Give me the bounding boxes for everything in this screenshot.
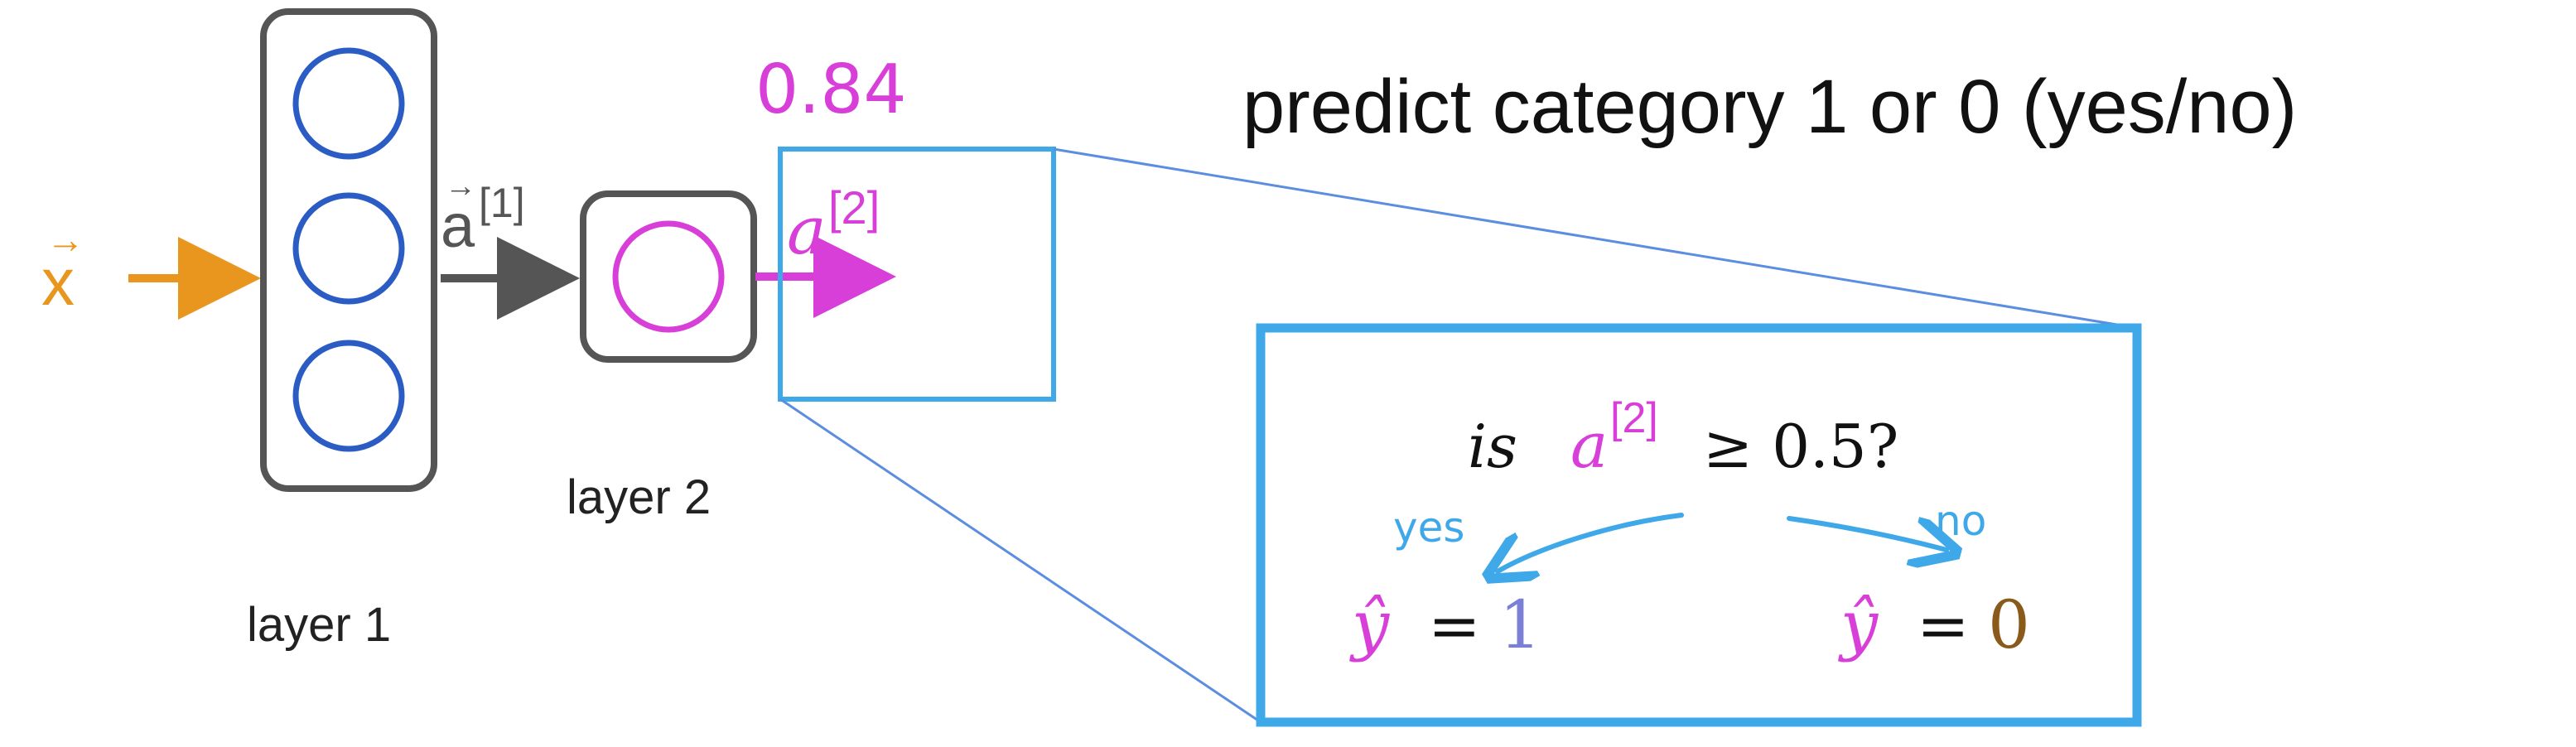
layer1-output-superscript: [1] xyxy=(479,180,525,226)
input-vector: → x xyxy=(41,218,84,319)
threshold-var: a xyxy=(1570,408,1608,482)
zoom-line-bottom xyxy=(779,398,1261,724)
zoom-line-top xyxy=(1053,147,2138,330)
layer1-output-name: a xyxy=(441,191,475,260)
zoom-source-box xyxy=(778,147,1056,402)
yes-branch-arrow xyxy=(1498,513,1684,571)
yes-result-var: ŷ xyxy=(1349,586,1391,663)
yes-result-eq: = xyxy=(1428,589,1481,663)
layer1-label: layer 1 xyxy=(247,598,391,652)
layer1-neuron-2 xyxy=(292,192,405,305)
no-result-value: 0 xyxy=(1988,586,2030,663)
title: predict category 1 or 0 (yes/no) xyxy=(1242,65,2297,149)
layer2-label: layer 2 xyxy=(567,470,711,524)
threshold-superscript: [2] xyxy=(1610,394,1658,442)
threshold-rest: ≥ 0.5? xyxy=(1703,412,1898,481)
layer1-neuron-1 xyxy=(292,47,405,160)
layer1-box xyxy=(260,8,437,492)
no-result: ŷ = 0 xyxy=(1838,586,2030,663)
layer1-neuron-3 xyxy=(292,340,405,452)
threshold-question: is a [2] ≥ 0.5? xyxy=(1468,394,1898,482)
yes-result: ŷ = 1 xyxy=(1349,586,1541,663)
layer2-output: a [2] xyxy=(787,181,880,269)
threshold-prefix: is xyxy=(1468,412,1517,481)
input-vector-arrow: → xyxy=(46,218,84,261)
yes-label: yes xyxy=(1393,504,1464,552)
zoom-detail-box xyxy=(1256,323,2142,727)
no-result-eq: = xyxy=(1917,589,1970,663)
input-vector-label: x xyxy=(41,245,75,319)
layer2-output-name: a xyxy=(787,192,827,269)
layer1-output: → a [1] xyxy=(441,169,525,260)
no-label: no xyxy=(1935,497,1986,545)
no-result-var: ŷ xyxy=(1838,586,1879,663)
layer2-output-superscript: [2] xyxy=(828,181,880,234)
no-branch-arrow xyxy=(1787,516,1946,550)
yes-result-value: 1 xyxy=(1499,586,1541,663)
layer2-output-value: 0.84 xyxy=(755,51,907,129)
layer1-output-arrow: → xyxy=(445,169,476,204)
layer2-box xyxy=(580,190,757,363)
layer2-neuron xyxy=(612,220,725,333)
